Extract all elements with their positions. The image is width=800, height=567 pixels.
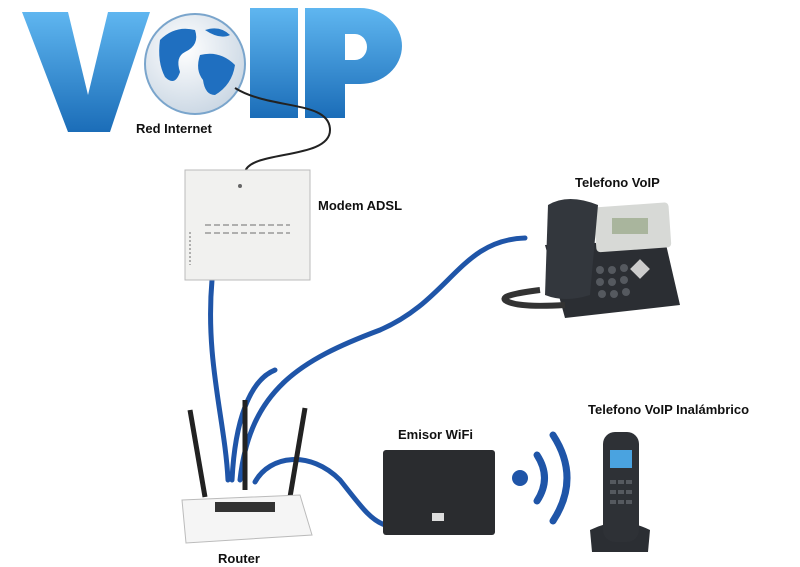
voip-logo bbox=[22, 8, 402, 132]
label-voip-phone: Telefono VoIP bbox=[575, 175, 660, 190]
wifi-base-station bbox=[383, 450, 495, 535]
wireless-handset bbox=[590, 432, 650, 552]
router-phone-cable bbox=[237, 235, 528, 483]
voip-desk-phone bbox=[501, 199, 680, 318]
router-device bbox=[181, 400, 313, 544]
label-wifi: Emisor WiFi bbox=[398, 427, 474, 442]
internet-cable bbox=[234, 87, 332, 173]
modem-router-cable bbox=[208, 277, 231, 483]
router-wifi-cable bbox=[252, 457, 388, 528]
label-internet: Red Internet bbox=[136, 121, 212, 136]
modem-device bbox=[184, 169, 311, 281]
label-modem: Modem ADSL bbox=[318, 198, 403, 213]
label-wireless-phone: Telefono VoIP Inalámbrico bbox=[588, 402, 750, 417]
globe-icon bbox=[144, 13, 246, 115]
wifi-signal-icon bbox=[512, 431, 571, 525]
label-router: Router bbox=[218, 551, 260, 566]
